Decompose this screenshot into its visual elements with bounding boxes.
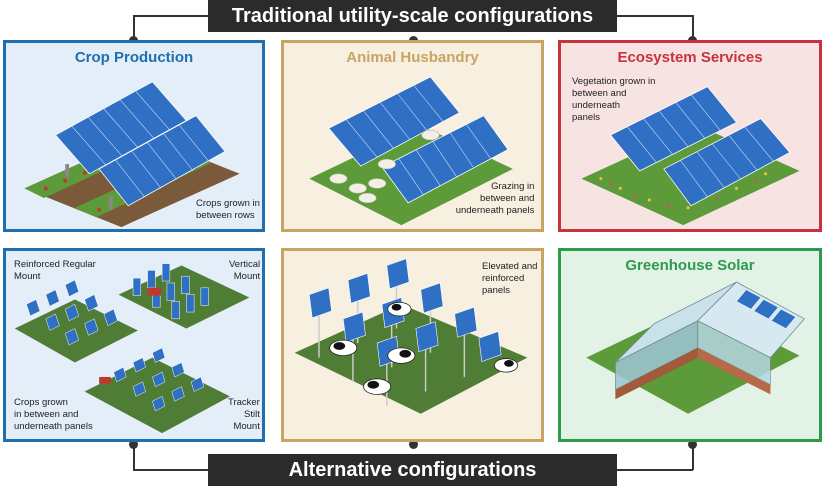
caption-line: between rows <box>196 210 255 221</box>
label-line: Mount <box>233 421 260 432</box>
crop-production-illustration <box>24 81 240 228</box>
label-line: Vertical <box>229 259 261 270</box>
cow-figure <box>329 339 358 357</box>
label-tracker-mount: Tracker Stilt Mount <box>228 397 260 433</box>
label-line: Tracker <box>228 397 260 408</box>
panel-alternative-crop-mounts: Reinforced Regular Mount Vertical Mount … <box>3 248 265 442</box>
panel-title: Ecosystem Services <box>617 49 763 66</box>
panel-title: Animal Husbandry <box>346 49 479 66</box>
crop-mounts-illustration <box>14 263 250 434</box>
connector-line <box>692 444 694 470</box>
label-vertical-mount: Vertical Mount <box>229 259 260 283</box>
label-line: Crops grown <box>14 397 68 408</box>
label-regular-mount: Reinforced Regular Mount <box>14 259 96 283</box>
panel-ecosystem-services: Ecosystem Services Vegetation grown in b… <box>558 40 822 232</box>
banner-traditional: Traditional utility-scale configurations <box>208 0 617 32</box>
label-line: Stilt <box>244 409 260 420</box>
panel-greenhouse-solar: Greenhouse Solar <box>558 248 822 442</box>
caption-elevated: Elevated and reinforced panels <box>482 261 537 297</box>
label-line: in between and <box>14 409 79 420</box>
panel-animal-husbandry: Animal Husbandry Grazing in between and … <box>281 40 544 232</box>
label-line: Mount <box>14 271 41 282</box>
connector-line <box>133 469 209 471</box>
caption-line: underneath <box>572 100 621 111</box>
caption-line: between and <box>480 193 535 204</box>
caption-line: between and <box>572 88 627 99</box>
cow-figure <box>387 347 416 364</box>
label-line: Reinforced Regular <box>14 259 96 270</box>
connector-line <box>133 15 209 17</box>
caption-line: underneath panels <box>455 205 535 216</box>
connector-line <box>692 15 694 40</box>
caption-line: Elevated and <box>482 261 538 272</box>
connector-dot <box>409 440 418 449</box>
caption-eco: Vegetation grown in between and undernea… <box>572 76 655 124</box>
caption-crop: Crops grown in between rows <box>196 198 260 222</box>
cow-figure <box>387 301 412 317</box>
caption-line: Grazing in <box>491 181 535 192</box>
caption-line: panels <box>572 112 600 123</box>
connector-line <box>133 15 135 40</box>
panel-elevated-panels: Elevated and reinforced panels <box>281 248 544 442</box>
caption-line: Vegetation grown in <box>572 76 656 87</box>
label-line: underneath panels <box>14 421 93 432</box>
connector-line <box>617 469 693 471</box>
caption-animal: Grazing in between and underneath panels <box>456 181 535 217</box>
label-crops-grown: Crops grown in between and underneath pa… <box>14 397 93 433</box>
cow-figure <box>493 358 519 373</box>
caption-line: panels <box>482 285 510 296</box>
panel-crop-production: Crop Production Crops grown in between r… <box>3 40 265 232</box>
panel-title: Crop Production <box>74 49 194 66</box>
caption-line: Crops grown in <box>196 198 260 209</box>
banner-alternative: Alternative configurations <box>208 454 617 486</box>
label-line: Mount <box>233 271 261 282</box>
greenhouse-illustration <box>586 281 805 414</box>
cow-figure <box>363 378 392 395</box>
caption-line: reinforced <box>482 273 525 284</box>
connector-line <box>617 15 693 17</box>
ecosystem-services-illustration <box>581 86 800 226</box>
connector-line <box>133 444 135 470</box>
connector-dot <box>129 440 138 449</box>
panel-title: Greenhouse Solar <box>625 257 755 274</box>
elevated-panels-illustration <box>294 258 528 414</box>
connector-dot <box>688 440 697 449</box>
animal-husbandry-illustration <box>309 76 513 226</box>
